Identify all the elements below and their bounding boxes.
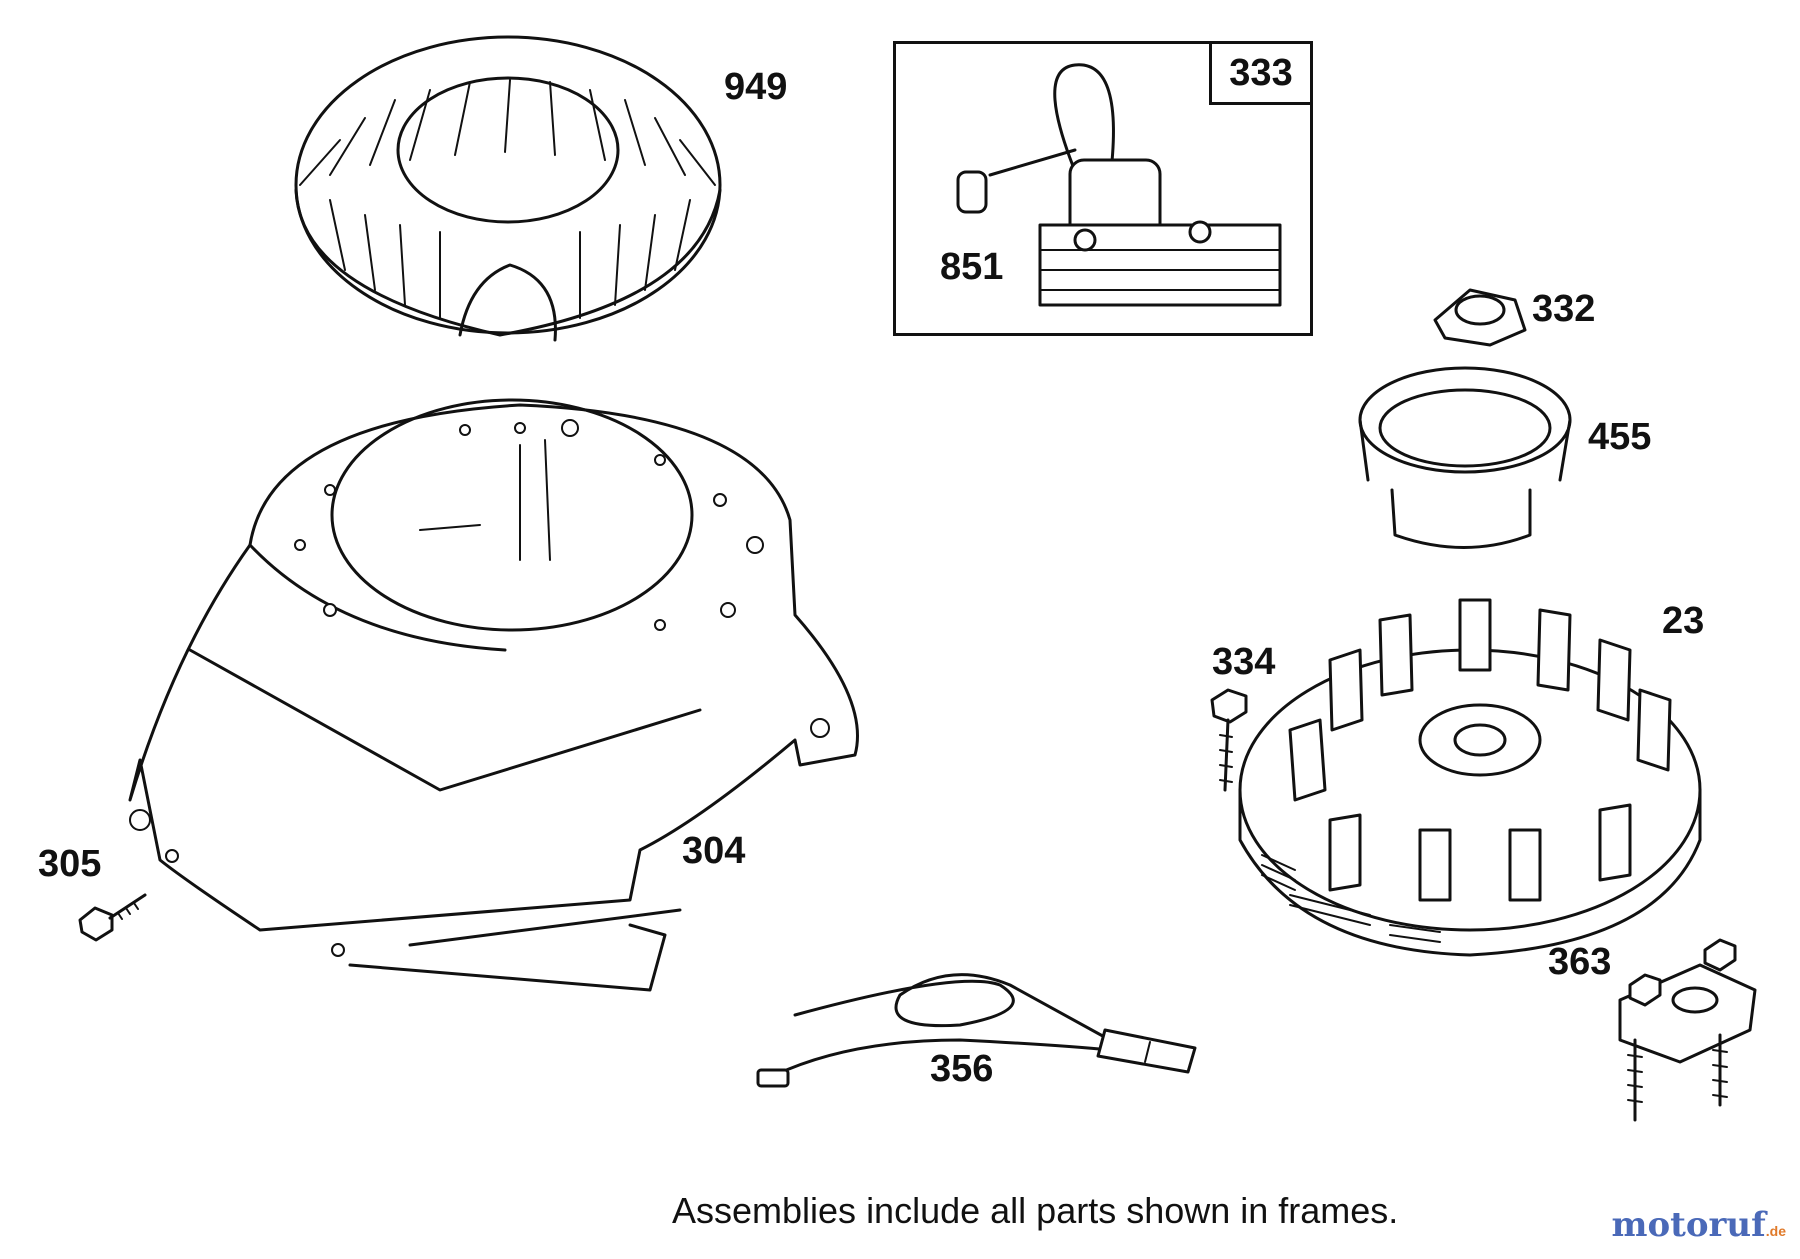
flywheel-brake-drawing bbox=[1618, 938, 1757, 1122]
watermark-main: motoruf bbox=[1611, 1205, 1766, 1245]
flywheel-drawing bbox=[1238, 598, 1702, 957]
housing-screw-drawing bbox=[78, 893, 147, 942]
callout-455[interactable]: 455 bbox=[1588, 416, 1652, 458]
callout-23[interactable]: 23 bbox=[1662, 600, 1705, 642]
watermark-logo: motoruf.de bbox=[1611, 1205, 1786, 1245]
callout-356[interactable]: 356 bbox=[930, 1048, 994, 1090]
callout-333[interactable]: 333 bbox=[1209, 41, 1313, 105]
callout-363[interactable]: 363 bbox=[1548, 941, 1612, 983]
callout-304[interactable]: 304 bbox=[682, 830, 746, 872]
armature-drawing bbox=[956, 63, 1282, 307]
starter-cup-drawing bbox=[1358, 366, 1572, 549]
flywheel-nut-drawing bbox=[1433, 288, 1527, 347]
diagram-caption: Assemblies include all parts shown in fr… bbox=[672, 1190, 1399, 1231]
watermark-tld: .de bbox=[1765, 1223, 1786, 1239]
blower-screen-drawing bbox=[294, 35, 722, 342]
blower-housing-drawing bbox=[128, 398, 859, 992]
callout-305[interactable]: 305 bbox=[38, 843, 102, 885]
callout-851[interactable]: 851 bbox=[940, 246, 1004, 288]
ground-wire-drawing bbox=[756, 973, 1197, 1088]
callout-332[interactable]: 332 bbox=[1532, 288, 1596, 330]
armature-screw-drawing bbox=[1210, 688, 1248, 792]
assembly-frame: 333 bbox=[893, 41, 1313, 336]
callout-334[interactable]: 334 bbox=[1212, 641, 1276, 683]
callout-949[interactable]: 949 bbox=[724, 66, 788, 108]
